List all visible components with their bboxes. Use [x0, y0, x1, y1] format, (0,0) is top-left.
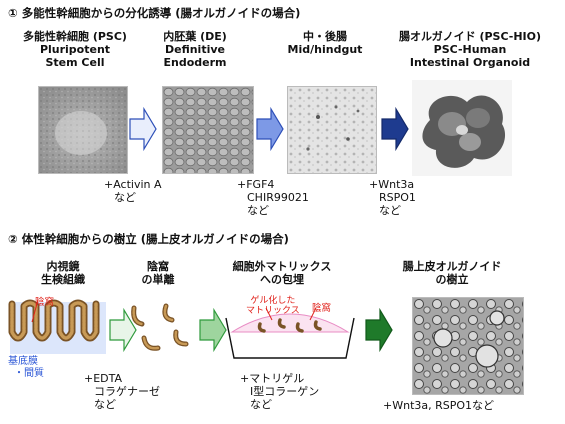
crypt-annotation-2: 陰窩: [312, 303, 332, 314]
matrix-embedding-diagram: [220, 298, 360, 368]
hio-micrograph: [412, 80, 512, 176]
gel-l1: ゲル化した: [250, 296, 296, 306]
organoid-micrograph: [412, 297, 524, 395]
factor-edta-l2: コラゲナーゼ: [94, 385, 160, 398]
factor-fgf4-l1: +FGF4: [237, 178, 275, 191]
stage-embed-l2: への包埋: [260, 273, 304, 286]
arrow-crypt-to-embed: [199, 308, 227, 352]
factor-activin-l2: など: [114, 191, 136, 204]
stage-hio-jp: 腸オルガノイド (PSC-HIO): [398, 30, 542, 43]
factor-edta-l3: など: [94, 398, 116, 411]
stage-de-en2: Endoderm: [163, 56, 227, 69]
biopsy-tissue-diagram: [8, 292, 108, 378]
stage-biopsy-label: 内視鏡 生検組織: [18, 260, 108, 286]
stage-crypt-l1: 陰窩: [147, 260, 169, 273]
gel-matrix-annotation: ゲル化した マトリックス: [246, 296, 300, 316]
factor-activin-l1: +Activin A: [104, 178, 162, 191]
basement-l1: 基底膜: [8, 356, 38, 367]
stage-psc-jp: 多能性幹細胞 (PSC): [23, 30, 127, 43]
stage-psc-label: 多能性幹細胞 (PSC) Pluripotent Stem Cell: [10, 30, 140, 69]
factor-activin: +Activin A など: [104, 178, 162, 204]
stage-hio-en2: Intestinal Organoid: [409, 56, 531, 69]
stage-embed-l1: 細胞外マトリックス: [232, 260, 332, 273]
stage-embed-label: 細胞外マトリックス への包埋: [212, 260, 352, 286]
stage-midhind-label: 中・後腸 Mid/hindgut: [275, 30, 375, 56]
stage-organoid-l1: 腸上皮オルガノイド: [402, 260, 502, 273]
factor-fgf4-l3: など: [247, 204, 269, 217]
section1-title: ① 多能性幹細胞からの分化誘導 (腸オルガノイドの場合): [8, 6, 301, 20]
stage-biopsy-l2: 生検組織: [41, 273, 85, 286]
factor-wnt3a: +Wnt3a RSPO1 など: [369, 178, 416, 217]
de-micrograph: [162, 86, 254, 174]
gel-l2: マトリックス: [246, 306, 300, 316]
stage-de-jp: 内胚葉 (DE): [163, 30, 227, 43]
stage-de-en1: Definitive: [164, 43, 225, 56]
factor-matrigel-l2: I型コラーゲン: [250, 385, 320, 398]
stage-midhind-jp: 中・後腸: [303, 30, 347, 43]
arrow-biopsy-to-crypt: [109, 308, 137, 352]
psc-micrograph: [38, 86, 128, 174]
factor-wnt3a-l3: など: [379, 204, 401, 217]
arrow-embed-to-organoid: [365, 308, 393, 352]
stage-midhind-en1: Mid/hindgut: [287, 43, 363, 56]
stage-organoid-l2: の樹立: [435, 273, 469, 286]
factor-edta: +EDTA コラゲナーゼ など: [84, 372, 160, 411]
stage-hio-en1: PSC-Human: [433, 43, 507, 56]
midhindgut-micrograph: [287, 86, 377, 174]
stage-psc-en2: Stem Cell: [45, 56, 105, 69]
crypt-annotation: 陰窩: [35, 297, 55, 308]
basement-annotation: 基底膜 ・間質: [8, 356, 44, 380]
factor-edta-l1: +EDTA: [84, 372, 123, 385]
factor-matrigel: +マトリゲル I型コラーゲン など: [240, 372, 319, 411]
factor-matrigel-l1: +マトリゲル: [240, 372, 305, 385]
factor-fgf4: +FGF4 CHIR99021 など: [237, 178, 309, 217]
section2-title: ② 体性幹細胞からの樹立 (腸上皮オルガノイドの場合): [8, 232, 289, 246]
basement-l2: ・間質: [14, 368, 44, 379]
factor-matrigel-l3: など: [250, 398, 272, 411]
factor-wnt3a-rspo1: +Wnt3a, RSPO1など: [383, 399, 495, 412]
stage-hio-label: 腸オルガノイド (PSC-HIO) PSC-Human Intestinal O…: [380, 30, 560, 69]
factor-wnt3a-l2: RSPO1: [379, 191, 416, 204]
stage-psc-en1: Pluripotent: [39, 43, 111, 56]
stage-organoid-label: 腸上皮オルガノイド の樹立: [382, 260, 522, 286]
arrow-psc-to-de: [129, 107, 157, 151]
arrow-midhind-to-hio: [381, 107, 409, 151]
stage-biopsy-l1: 内視鏡: [46, 260, 80, 273]
arrow-de-to-midhind: [256, 107, 284, 151]
factor-wnt3a-l1: +Wnt3a: [369, 178, 415, 191]
factor-fgf4-l2: CHIR99021: [247, 191, 309, 204]
stage-crypt-label: 陰窩 の単離: [123, 260, 193, 286]
isolated-crypts-diagram: [126, 298, 196, 358]
stage-de-label: 内胚葉 (DE) Definitive Endoderm: [140, 30, 250, 69]
stage-crypt-l2: の単離: [141, 273, 175, 286]
